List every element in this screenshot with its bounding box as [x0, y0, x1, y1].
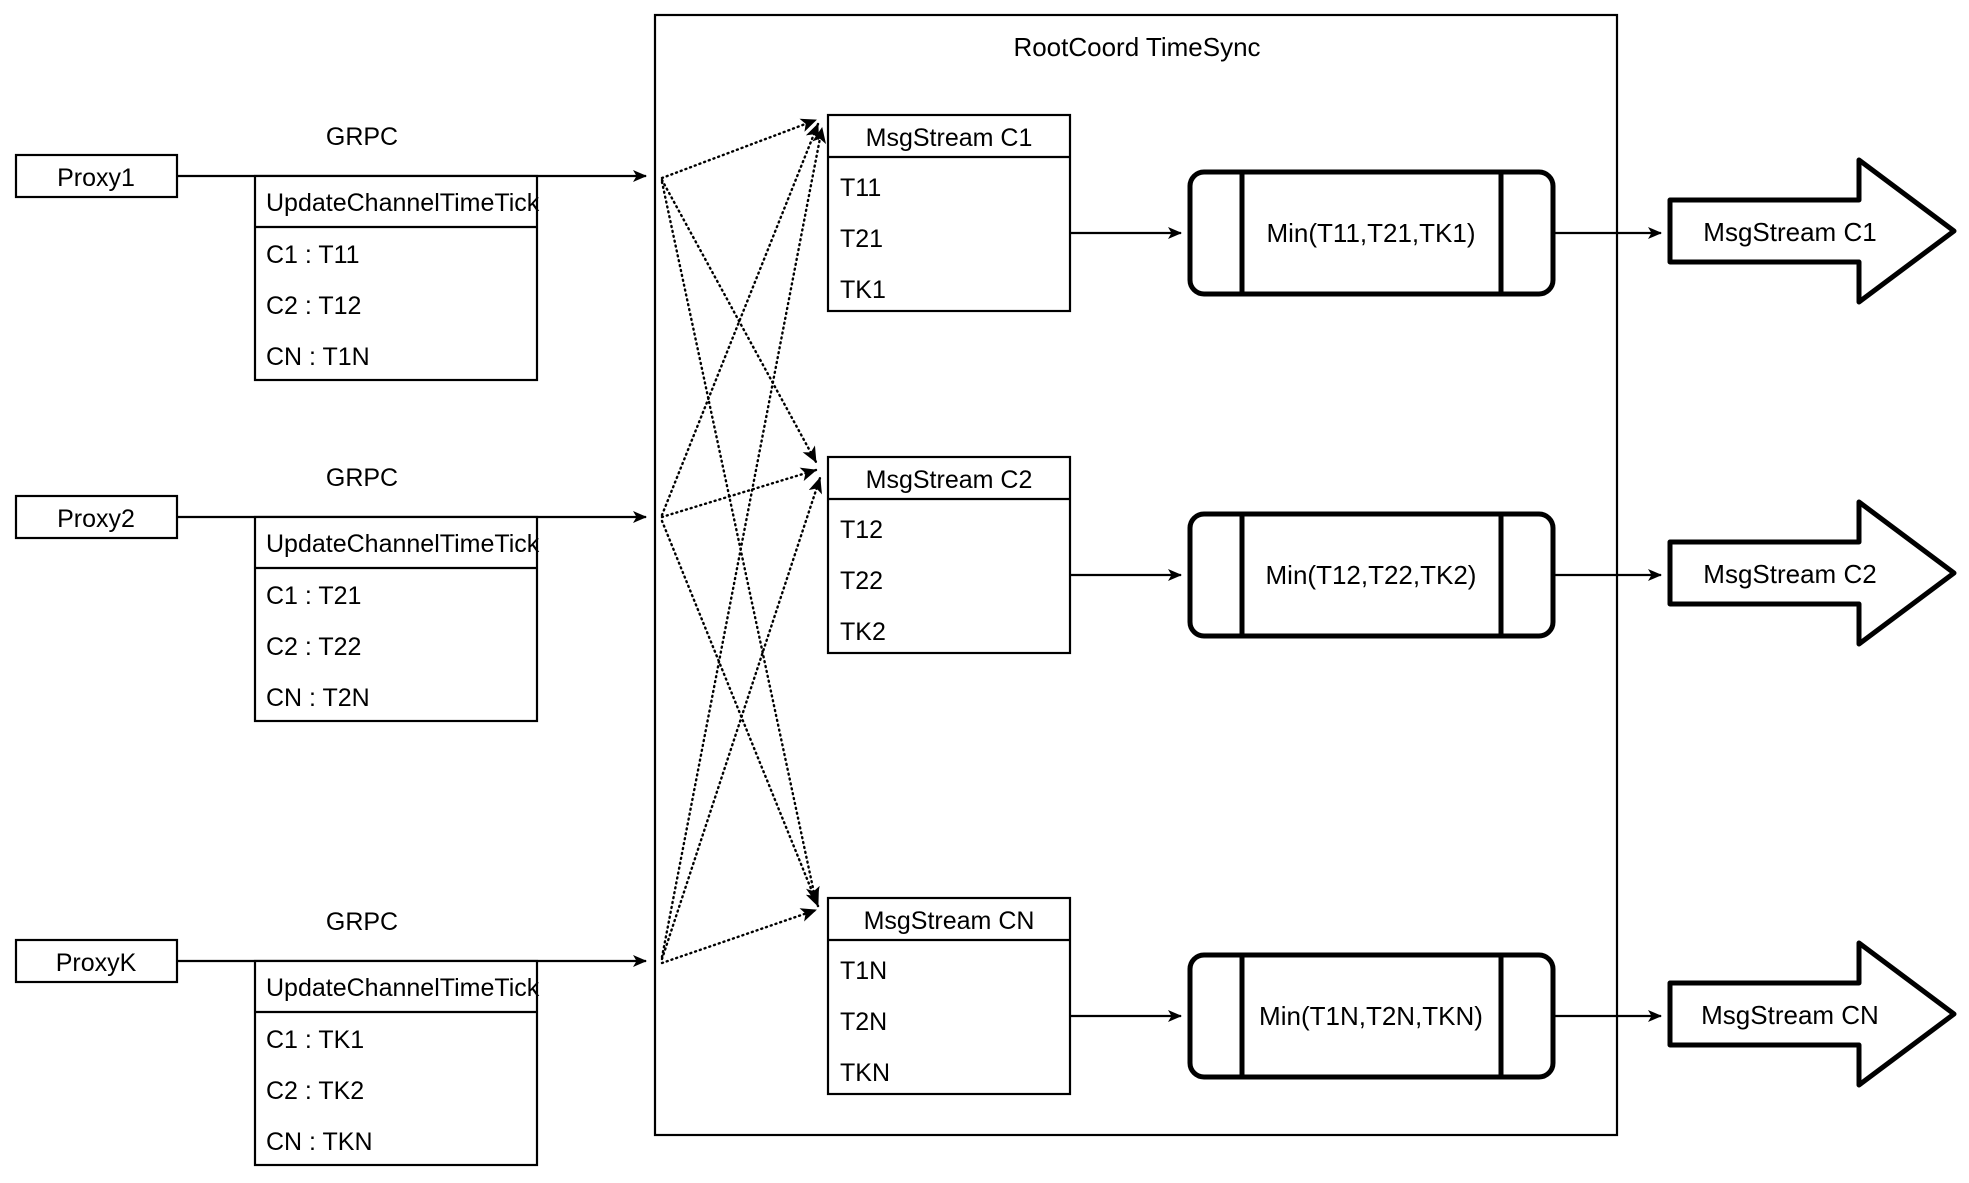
dotted-p1-to-c1 — [660, 118, 818, 180]
payload-3-row-2: CN : TKN — [266, 1128, 373, 1156]
proxy2-label: Proxy2 — [57, 505, 135, 533]
payload-box-3: UpdateChannelTimeTick C1 : TK1 C2 : TK2 … — [253, 959, 540, 1167]
output-arrow-cn-label: MsgStream CN — [1701, 1000, 1879, 1030]
min-process-cn-label: Min(T1N,T2N,TKN) — [1259, 1001, 1483, 1031]
msgstream-cn-row-1: T2N — [840, 1008, 887, 1036]
min-process-c1-label: Min(T11,T21,TK1) — [1266, 218, 1475, 248]
dotted-pk-to-cn — [660, 908, 818, 965]
msgstream-cn-row-2: TKN — [840, 1059, 890, 1087]
dotted-pk-to-c1 — [660, 126, 827, 959]
proxy-row-3: ProxyK GRPC UpdateChannelTimeTick C1 : T… — [14, 908, 647, 1167]
output-arrow-c1: MsgStream C1 — [1667, 157, 1957, 305]
proxy-row-2: Proxy2 GRPC UpdateChannelTimeTick C1 : T… — [14, 464, 647, 723]
payload-1-row-0: C1 : T11 — [266, 241, 360, 269]
msgstream-cn-title: MsgStream CN — [864, 907, 1035, 935]
output-arrow-cn: MsgStream CN — [1667, 940, 1957, 1088]
dotted-p2-to-c2 — [660, 467, 818, 519]
msgstream-c1-row-2: TK1 — [840, 276, 886, 304]
output-arrow-c2: MsgStream C2 — [1667, 499, 1957, 647]
msgstream-c2-box: MsgStream C2 T12 T22 TK2 — [826, 455, 1072, 655]
payload-2-title: UpdateChannelTimeTick — [266, 530, 540, 558]
output-arrow-c1-label: MsgStream C1 — [1703, 217, 1876, 247]
msgstream-c1-box: MsgStream C1 T11 T21 TK1 — [826, 113, 1072, 313]
payload-3-row-1: C2 : TK2 — [266, 1077, 364, 1105]
dotted-pk-to-c2 — [660, 476, 822, 961]
msgstream-cn-row-0: T1N — [840, 957, 887, 985]
msgstream-c1-row-1: T21 — [840, 225, 883, 253]
min-process-cn: Min(T1N,T2N,TKN) — [1187, 952, 1556, 1080]
min-process-c2: Min(T12,T22,TK2) — [1187, 511, 1556, 639]
dotted-p2-to-cn — [660, 519, 820, 908]
channel-2: MsgStream C2 T12 T22 TK2 Min(T12,T22,TK2… — [826, 455, 1957, 655]
payload-box-1: UpdateChannelTimeTick C1 : T11 C2 : T12 … — [253, 174, 540, 382]
channel-n: MsgStream CN T1N T2N TKN Min(T1N,T2N,TKN… — [826, 896, 1957, 1096]
payload-3-row-0: C1 : TK1 — [266, 1026, 364, 1054]
grpc-label-2: GRPC — [326, 464, 398, 492]
payload-2-row-1: C2 : T22 — [266, 633, 361, 661]
msgstream-c2-row-0: T12 — [840, 516, 883, 544]
msgstream-c2-row-1: T22 — [840, 567, 883, 595]
dotted-fanout-connectors — [660, 118, 827, 965]
payload-3-title: UpdateChannelTimeTick — [266, 974, 540, 1002]
proxy-row-1: Proxy1 GRPC UpdateChannelTimeTick C1 : T… — [14, 123, 647, 382]
dotted-p1-to-c2 — [660, 178, 818, 464]
msgstream-c1-title: MsgStream C1 — [866, 124, 1033, 152]
min-process-c2-label: Min(T12,T22,TK2) — [1266, 560, 1477, 590]
msgstream-c2-title: MsgStream C2 — [866, 466, 1033, 494]
proxyk-label: ProxyK — [56, 949, 137, 977]
msgstream-cn-box: MsgStream CN T1N T2N TKN — [826, 896, 1072, 1096]
msgstream-c1-row-0: T11 — [840, 174, 881, 202]
min-process-c1: Min(T11,T21,TK1) — [1187, 169, 1556, 297]
rootcoord-title: RootCoord TimeSync — [1013, 32, 1260, 62]
msgstream-c2-row-2: TK2 — [840, 618, 886, 646]
payload-box-2: UpdateChannelTimeTick C1 : T21 C2 : T22 … — [253, 515, 540, 723]
proxy1-box[interactable] — [14, 153, 179, 199]
channel-1: MsgStream C1 T11 T21 TK1 Min(T11,T21,TK1… — [826, 113, 1957, 313]
payload-1-row-1: C2 : T12 — [266, 292, 361, 320]
payload-2-row-0: C1 : T21 — [266, 582, 361, 610]
grpc-label-1: GRPC — [326, 123, 398, 151]
payload-1-title: UpdateChannelTimeTick — [266, 189, 540, 217]
proxyk-box[interactable] — [14, 938, 179, 984]
payload-1-row-2: CN : T1N — [266, 343, 370, 371]
payload-2-row-2: CN : T2N — [266, 684, 370, 712]
grpc-label-3: GRPC — [326, 908, 398, 936]
output-arrow-c2-label: MsgStream C2 — [1703, 559, 1876, 589]
proxy1-label: Proxy1 — [57, 164, 135, 192]
dotted-p2-to-c1 — [660, 122, 820, 517]
